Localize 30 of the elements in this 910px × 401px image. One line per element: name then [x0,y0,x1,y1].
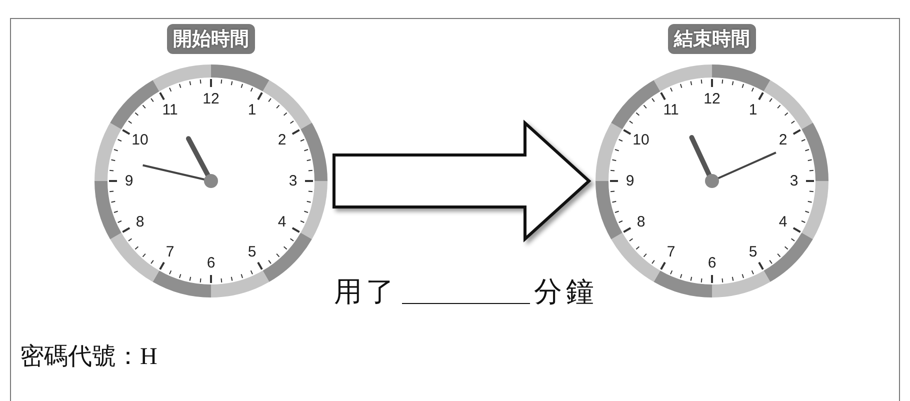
clock-number: 10 [632,132,650,148]
clock-number: 4 [778,214,788,230]
clock-number: 9 [626,174,634,188]
password-code-text: 密碼代號：H [20,342,158,372]
clock-number: 7 [666,244,676,260]
clock-number: 1 [248,102,256,118]
clock-heading: 結束時間 [668,24,756,54]
clock-number: 10 [132,132,148,148]
clock-number: 2 [778,132,788,148]
sentence-text: 分鐘 [534,276,598,310]
sentence-text: 用了 [334,276,398,310]
clock-number: 5 [248,244,256,260]
clock-number: 8 [136,214,144,230]
clock-number: 5 [748,244,758,260]
clock-number: 8 [636,214,646,230]
clock-number: 6 [206,256,216,270]
clock-number: 11 [162,102,178,118]
clock-number: 11 [663,102,679,118]
clock-number: 3 [790,174,798,188]
clock-number: 4 [278,214,286,230]
clock-number: 6 [708,256,716,270]
block-arrow [332,120,592,242]
clock-heading: 開始時間 [167,24,255,54]
clock-number: 2 [278,132,286,148]
clock-number: 9 [124,174,134,188]
clock-number: 3 [288,174,298,188]
clock-number: 12 [202,92,220,106]
clock-number: 7 [166,244,174,260]
clock-number: 12 [704,92,720,106]
clock-number: 1 [748,102,758,118]
